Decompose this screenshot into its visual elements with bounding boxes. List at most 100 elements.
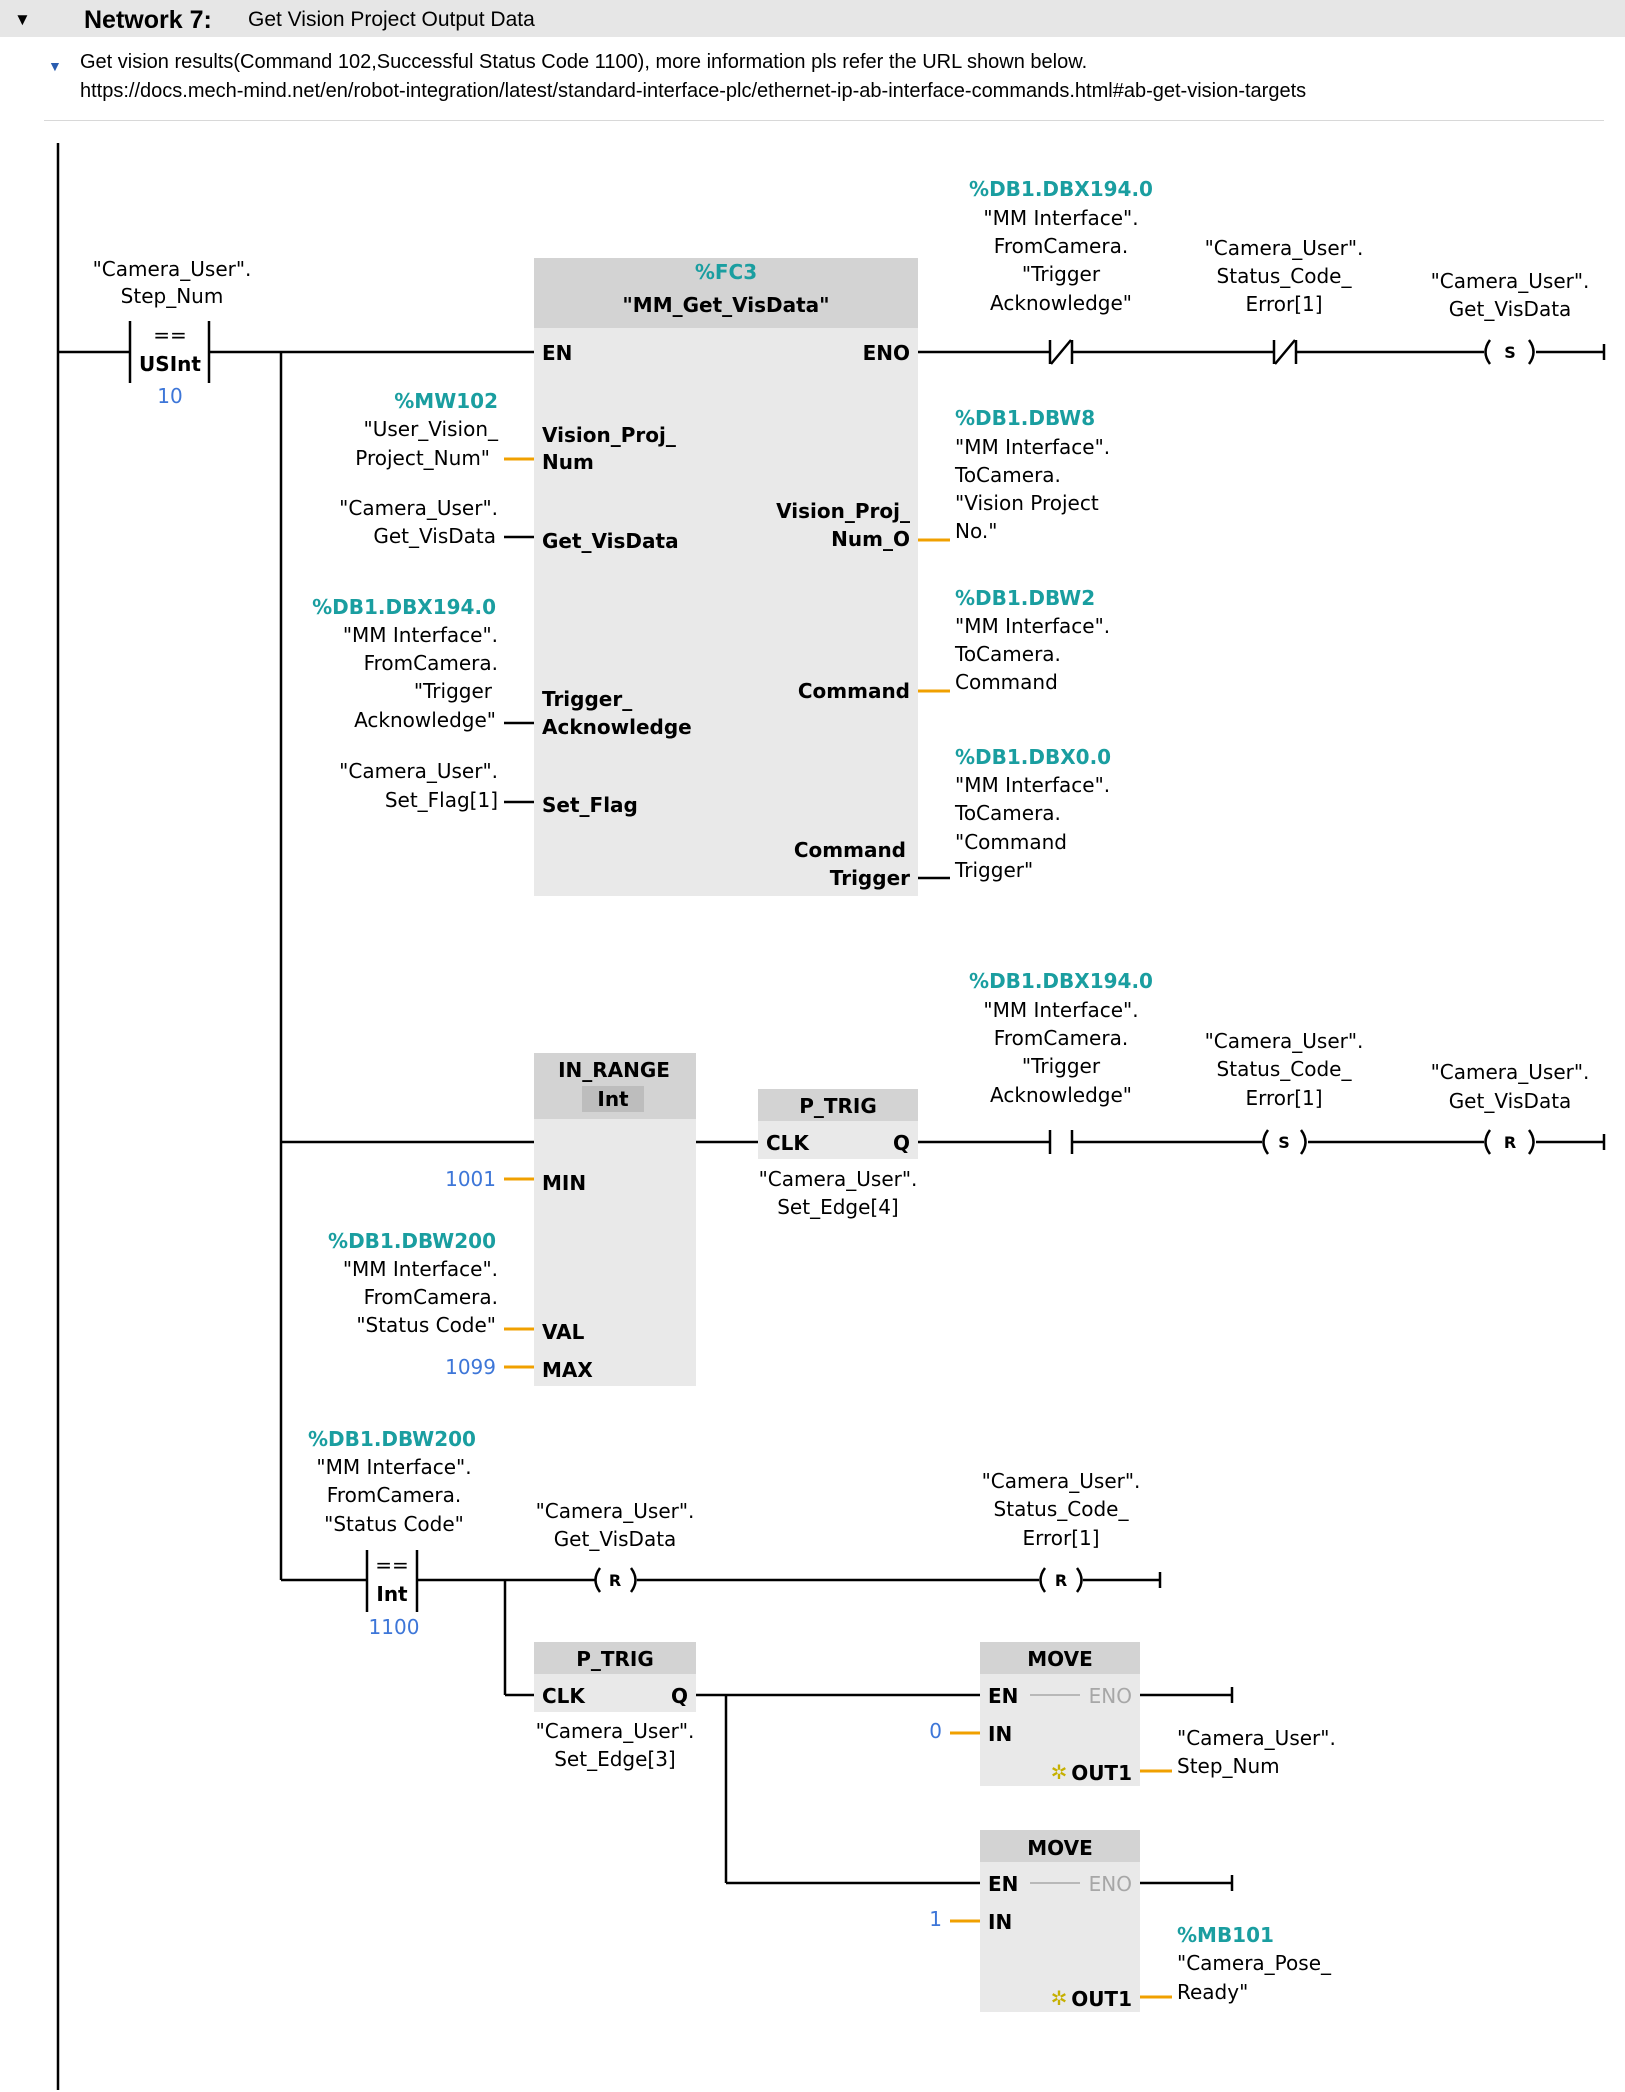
in-range-max-operand[interactable]: 1099 — [445, 1355, 534, 1379]
network-comment-line1[interactable]: Get vision results(Command 102,Successfu… — [80, 51, 1088, 73]
coil-type: R — [1055, 1571, 1067, 1590]
fc3-box — [534, 258, 918, 896]
pin-command: Command — [798, 679, 910, 703]
add-output-star-icon[interactable]: ✲ — [1051, 1760, 1068, 1784]
operand-address: %DB1.DBW8 — [955, 406, 1095, 430]
operand-line3: "Trigger — [414, 679, 493, 703]
pin-q: Q — [671, 1684, 688, 1708]
operand-line3: "Trigger — [1022, 262, 1101, 286]
network-comment-url[interactable]: https://docs.mech-mind.net/en/robot-inte… — [80, 80, 1307, 102]
pin-vision-proj-num-2: Num — [542, 450, 594, 474]
operand-line2: Status_Code_ — [1217, 264, 1353, 288]
operand-line2: Set_Edge[3] — [554, 1747, 676, 1771]
pin-max: MAX — [542, 1358, 593, 1382]
operand-line1: "Camera_User". — [759, 1167, 918, 1191]
coil-set-status-code-error[interactable]: "Camera_User". Status_Code_ Error[1] S — [1205, 1029, 1364, 1155]
pin-vision-proj-num-1: Vision_Proj_ — [542, 423, 676, 447]
add-output-star-icon[interactable]: ✲ — [1051, 1986, 1068, 2010]
operand-line1: "Camera_Pose_ — [1177, 1951, 1332, 1975]
in-range-name: IN_RANGE — [558, 1058, 670, 1082]
fc3-name: "MM_Get_VisData" — [622, 293, 829, 317]
fc3-output-vision-proj-num-o[interactable]: %DB1.DBW8 "MM Interface". ToCamera. "Vis… — [918, 406, 1110, 543]
pin-trigger-ack-1: Trigger_ — [542, 687, 632, 711]
constant-max: 1099 — [445, 1355, 496, 1379]
coil-paren-left — [594, 1567, 602, 1593]
operand-address: %DB1.DBX194.0 — [969, 177, 1153, 201]
collapse-triangle-icon[interactable]: ▼ — [14, 10, 31, 29]
move-block-1[interactable]: MOVE EN ENO IN ✲ OUT1 — [980, 1642, 1140, 1786]
comment-collapse-triangle-icon[interactable]: ▼ — [48, 58, 62, 74]
fc3-input-vision-proj-num[interactable]: %MW102 "User_Vision_ Project_Num" — [355, 389, 534, 470]
move-block-2[interactable]: MOVE EN ENO IN ✲ OUT1 — [980, 1830, 1140, 2012]
move-header — [980, 1830, 1140, 1862]
fc3-output-command-trigger[interactable]: %DB1.DBX0.0 "MM Interface". ToCamera. "C… — [918, 745, 1111, 882]
fc3-input-set-flag[interactable]: "Camera_User". Set_Flag[1] — [339, 759, 534, 812]
in-range-val-operand[interactable]: %DB1.DBW200 "MM Interface". FromCamera. … — [328, 1229, 534, 1337]
network-header[interactable]: ▼ Network 7: Get Vision Project Output D… — [0, 0, 1625, 37]
operand-line3: Command — [955, 670, 1058, 694]
coil-paren-right — [629, 1567, 637, 1593]
coil-paren-left — [1484, 1129, 1492, 1155]
cmp-operator: == — [375, 1553, 409, 1577]
operand-line3: Error[1] — [1245, 1086, 1322, 1110]
move2-out-operand[interactable]: %MB101 "Camera_Pose_ Ready" — [1140, 1923, 1332, 2004]
operand-line1: "Camera_User". — [536, 1499, 695, 1523]
compare-usint[interactable]: "Camera_User". Step_Num == USInt 10 — [93, 257, 252, 408]
contact-slash — [1274, 339, 1296, 365]
operand-line1: "MM Interface". — [955, 614, 1110, 638]
operand-line2: FromCamera. — [364, 1285, 498, 1309]
move1-in-operand[interactable]: 0 — [929, 1719, 980, 1743]
coil-reset-status-code-error[interactable]: "Camera_User". Status_Code_ Error[1] R — [982, 1469, 1141, 1593]
p-trig-set-edge-4[interactable]: P_TRIG CLK Q "Camera_User". Set_Edge[4] — [758, 1089, 918, 1219]
operand-line1: "Camera_User". — [536, 1719, 695, 1743]
coil-paren-left — [1039, 1567, 1047, 1593]
coil-reset-get-visdata-2[interactable]: "Camera_User". Get_VisData R — [536, 1499, 695, 1593]
operand-line1: "MM Interface". — [983, 206, 1138, 230]
move1-out-operand[interactable]: "Camera_User". Step_Num — [1140, 1726, 1336, 1778]
operand-line2: Project_Num" — [355, 446, 490, 470]
coil-reset-get-visdata[interactable]: "Camera_User". Get_VisData R — [1431, 1060, 1590, 1155]
fc3-input-get-visdata[interactable]: "Camera_User". Get_VisData — [339, 496, 534, 548]
pin-set-flag: Set_Flag — [542, 793, 638, 817]
coil-paren-left — [1262, 1129, 1270, 1155]
cmp-value[interactable]: 1100 — [369, 1615, 420, 1639]
operand-line1: "MM Interface". — [955, 773, 1110, 797]
fc3-input-trigger-ack[interactable]: %DB1.DBX194.0 "MM Interface". FromCamera… — [312, 595, 534, 732]
fc3-output-command[interactable]: %DB1.DBW2 "MM Interface". ToCamera. Comm… — [918, 586, 1110, 694]
operand-line3: Error[1] — [1245, 292, 1322, 316]
operand-line3: "Trigger — [1022, 1054, 1101, 1078]
fc3-header — [534, 258, 918, 328]
move-header — [980, 1642, 1140, 1674]
no-contact-trigger-ack[interactable]: %DB1.DBX194.0 "MM Interface". FromCamera… — [969, 969, 1153, 1154]
in-range-type: Int — [597, 1087, 629, 1111]
p-trig-header — [758, 1089, 918, 1121]
operand-line2: Set_Flag[1] — [385, 788, 498, 812]
comment-separator — [44, 120, 1604, 121]
in-range-min-operand[interactable]: 1001 — [445, 1167, 534, 1191]
pin-vision-proj-num-o-1: Vision_Proj_ — [776, 499, 910, 523]
operand-line4: Trigger" — [954, 858, 1033, 882]
operand-line3: "Command — [955, 830, 1067, 854]
operand-line2: Status_Code_ — [994, 1497, 1130, 1521]
pin-out1: OUT1 — [1071, 1761, 1132, 1785]
operand-line2: Get_VisData — [373, 524, 496, 548]
cmp-tag-line1: "Camera_User". — [93, 257, 252, 281]
operand-line4: No." — [955, 519, 997, 543]
move2-in-operand[interactable]: 1 — [929, 1907, 980, 1931]
operand-line1: "Camera_User". — [1431, 269, 1590, 293]
cmp-value[interactable]: 10 — [157, 384, 182, 408]
pin-vision-proj-num-o-2: Num_O — [831, 527, 910, 551]
nc-contact-trigger-ack[interactable]: %DB1.DBX194.0 "MM Interface". FromCamera… — [969, 177, 1153, 365]
in-range-block[interactable]: IN_RANGE Int MIN VAL MAX — [534, 1053, 696, 1386]
pin-clk: CLK — [542, 1684, 586, 1708]
nc-contact-status-code-error[interactable]: "Camera_User". Status_Code_ Error[1] — [1205, 236, 1364, 365]
operand-line1: "MM Interface". — [955, 435, 1110, 459]
pin-en: EN — [542, 341, 572, 365]
compare-int-status-code[interactable]: %DB1.DBW200 "MM Interface". FromCamera. … — [308, 1427, 476, 1639]
in-range-type-box[interactable] — [582, 1086, 644, 1112]
operand-line2: FromCamera. — [994, 234, 1128, 258]
coil-set-get-visdata[interactable]: "Camera_User". Get_VisData S — [1431, 269, 1590, 365]
fc3-block[interactable]: %FC3 "MM_Get_VisData" EN ENO Vision_Proj… — [534, 258, 918, 896]
p-trig-set-edge-3[interactable]: P_TRIG CLK Q "Camera_User". Set_Edge[3] — [534, 1642, 696, 1771]
network-name[interactable]: Get Vision Project Output Data — [248, 8, 535, 31]
